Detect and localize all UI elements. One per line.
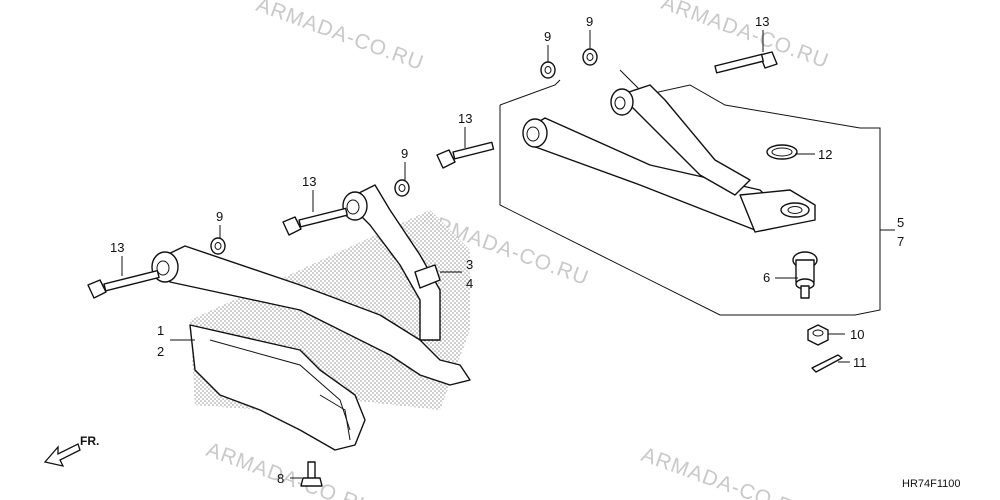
callout-8: 8 (277, 471, 284, 486)
callout-13: 13 (110, 240, 124, 255)
assembly-box (499, 69, 895, 316)
callout-9: 9 (401, 146, 408, 161)
callout-5: 5 (897, 215, 904, 230)
callout-11: 11 (853, 355, 867, 370)
nut-9b (394, 179, 410, 197)
bolt-13a (87, 269, 160, 299)
upper-arm (522, 84, 816, 233)
circlip-12 (766, 144, 798, 160)
leader-lines (121, 30, 850, 479)
watermark: ARMADA-CO.RU (638, 443, 812, 500)
callout-9: 9 (216, 209, 223, 224)
callout-13: 13 (302, 174, 316, 189)
watermark: ARMADA-CO.RU (253, 0, 427, 75)
callout-12: 12 (818, 147, 832, 162)
ball-joint-6 (792, 251, 818, 299)
callout-2: 2 (157, 344, 164, 359)
cotter-pin-11 (811, 354, 843, 373)
front-label: FR. (80, 434, 99, 448)
lower-arm (151, 184, 471, 386)
callout-4: 4 (466, 276, 473, 291)
callout-3: 3 (466, 257, 473, 272)
callout-7: 7 (897, 234, 904, 249)
bolt-13d (714, 51, 778, 74)
callout-13: 13 (458, 111, 472, 126)
callout-9: 9 (544, 29, 551, 44)
callouts: 13 9 13 9 13 9 9 13 1 2 3 4 5 7 6 12 10 … (110, 14, 904, 486)
castle-nut-10 (807, 324, 829, 346)
callout-13: 13 (755, 14, 769, 29)
bolt-13b (282, 207, 348, 236)
callout-9: 9 (586, 14, 593, 29)
callout-6: 6 (763, 270, 770, 285)
nut-9a (210, 237, 226, 255)
callout-10: 10 (850, 327, 864, 342)
nut-9d (582, 48, 598, 66)
watermark: ARMADA-CO.RU (203, 438, 377, 500)
callout-1: 1 (157, 323, 164, 338)
diagram-code: HR74F1100 (902, 478, 961, 490)
bolt-8 (300, 461, 323, 487)
skid-plate (189, 324, 366, 451)
front-direction-arrow: FR. (43, 434, 99, 467)
nut-9c (540, 61, 556, 79)
bolt-13c (436, 141, 495, 169)
